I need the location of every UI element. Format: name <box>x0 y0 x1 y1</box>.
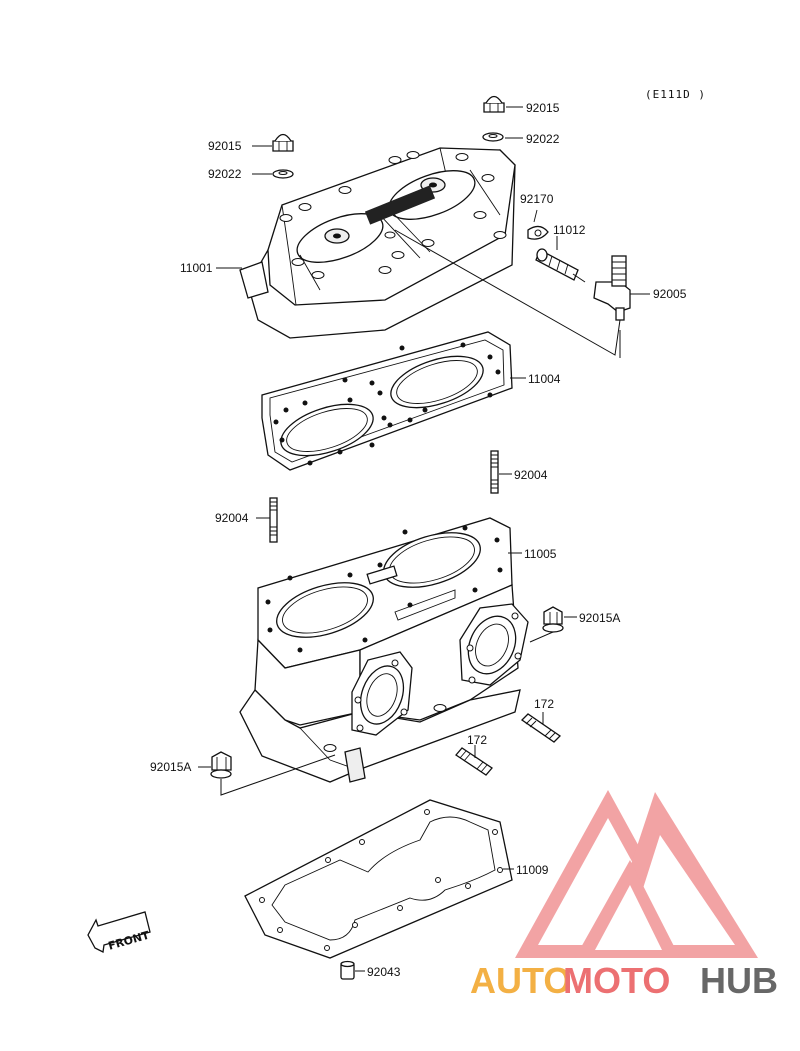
automotohub-logo <box>515 790 758 958</box>
head-gasket-shape <box>261 331 513 471</box>
label-bolt-fitting: 11012 <box>553 223 586 237</box>
label-cylinder: 11005 <box>524 547 557 561</box>
label-stud-172-right: 172 <box>534 697 554 711</box>
cylinder-shape <box>239 517 529 783</box>
watermark-moto: MOTO <box>563 960 670 1001</box>
watermark-text: AUTO MOTO HUB <box>470 960 778 1001</box>
fitting-elbow-shape <box>593 255 631 321</box>
label-clamp: 92170 <box>520 192 554 206</box>
label-nut-left: 92015A <box>150 760 191 774</box>
nut-top-right-shape <box>482 95 505 142</box>
label-stud-172-center: 172 <box>467 733 487 747</box>
label-washer-top-right: 92022 <box>526 132 560 146</box>
bolt-fitting-shape <box>535 248 586 283</box>
pin-shape <box>340 960 355 980</box>
label-stud-right: 92004 <box>514 468 548 482</box>
watermark-auto: AUTO <box>470 960 571 1001</box>
label-fitting-elbow: 92005 <box>653 287 687 301</box>
label-washer-top-left: 92022 <box>208 167 242 181</box>
label-base-gasket: 11009 <box>516 863 549 877</box>
cylinder-head-shape <box>239 147 516 339</box>
label-pin: 92043 <box>367 965 401 979</box>
label-nut-top-left: 92015 <box>208 139 242 153</box>
stud-172-center-shape <box>455 747 493 776</box>
diagram-code: (E111D ) <box>645 88 706 101</box>
label-stud-left: 92004 <box>215 511 249 525</box>
base-gasket-shape <box>244 799 513 959</box>
front-arrow-icon: FRONT <box>87 911 151 953</box>
watermark-hub: HUB <box>700 960 778 1001</box>
label-head-gasket: 11004 <box>528 372 561 386</box>
stud-172-right-shape <box>520 713 562 743</box>
stud-left-shape <box>269 497 278 543</box>
nut-left-shape <box>210 751 232 779</box>
nut-right-shape <box>542 606 564 633</box>
nut-top-left-shape <box>272 133 294 179</box>
label-nut-right: 92015A <box>579 611 620 625</box>
label-cylinder-head: 11001 <box>180 261 213 275</box>
label-nut-top-right: 92015 <box>526 101 560 115</box>
clamp-shape <box>527 209 549 240</box>
stud-right-shape <box>490 450 499 494</box>
